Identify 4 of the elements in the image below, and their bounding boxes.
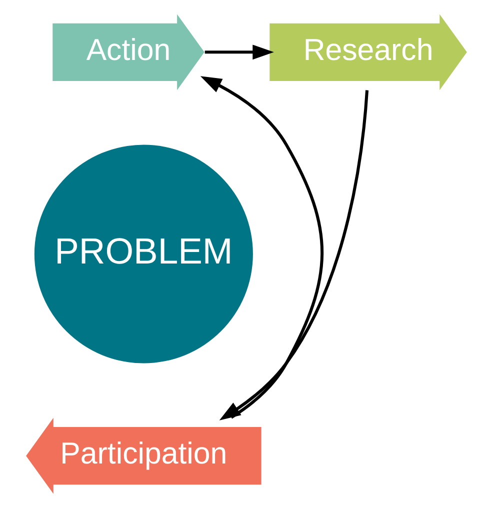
arrow [200,76,324,419]
arrow [219,90,369,420]
node-circle: PROBLEM [34,144,253,364]
arrow [204,44,274,60]
